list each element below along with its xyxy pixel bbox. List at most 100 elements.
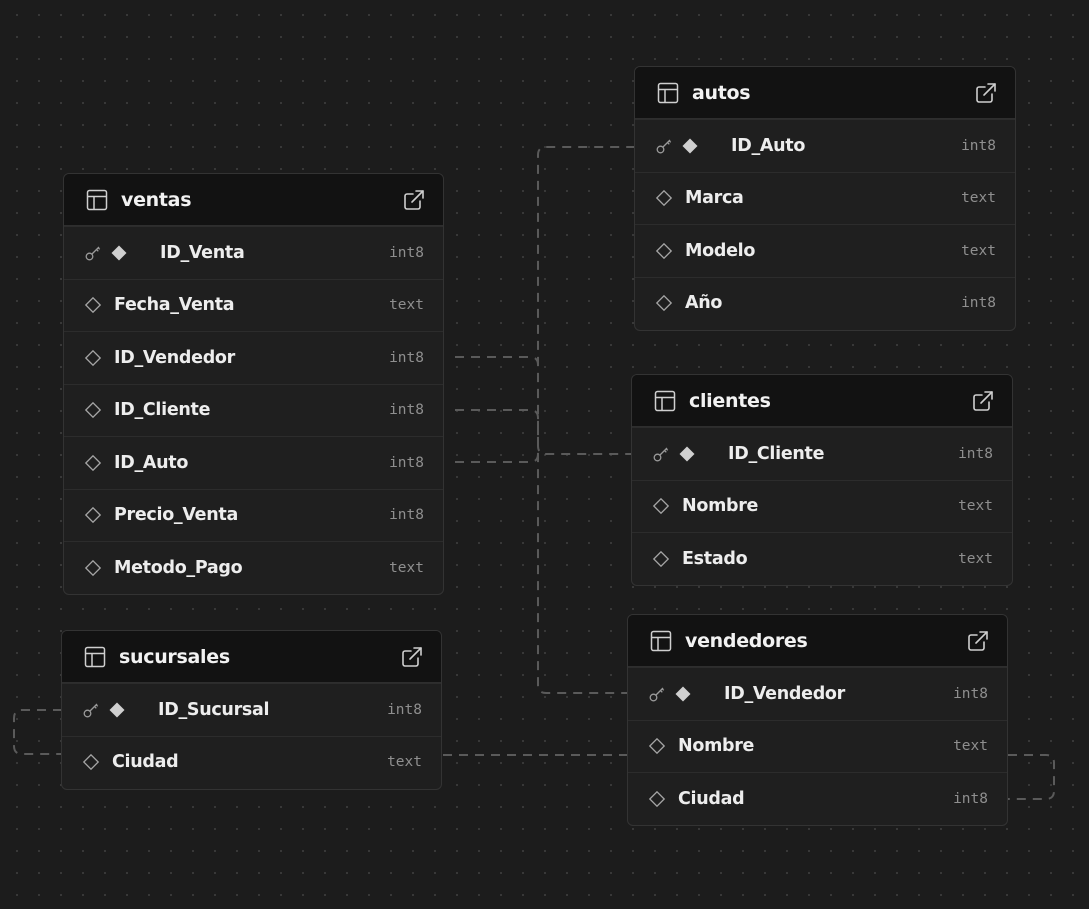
field-name: Ciudad	[112, 752, 179, 773]
field-type: text	[389, 559, 424, 576]
field-name: ID_Venta	[160, 242, 245, 263]
field-row[interactable]: ID_Auto int8	[635, 119, 1015, 172]
diamond-icon	[655, 294, 673, 312]
field-row[interactable]: Precio_Venta int8	[64, 488, 443, 542]
field-type: text	[389, 297, 424, 314]
external-link-icon[interactable]	[401, 646, 423, 668]
field-row[interactable]: Estado text	[632, 532, 1012, 585]
primary-key-diamond-icon	[681, 137, 699, 155]
diamond-icon	[84, 559, 102, 577]
diamond-icon	[84, 296, 102, 314]
field-type: text	[387, 754, 422, 771]
field-type: int8	[953, 790, 988, 807]
edge-ventas-clientes	[455, 409, 632, 455]
primary-key-diamond-icon	[674, 685, 692, 703]
field-row[interactable]: Nombre text	[632, 479, 1012, 533]
diamond-icon	[648, 737, 666, 755]
primary-key-diamond-icon	[678, 445, 696, 463]
field-name: Precio_Venta	[114, 505, 238, 526]
field-type: text	[958, 498, 993, 515]
field-type: text	[958, 550, 993, 567]
field-row[interactable]: ID_Sucursal int8	[62, 683, 441, 736]
field-name: ID_Vendedor	[114, 347, 235, 368]
table-header: autos	[635, 67, 1015, 119]
diamond-icon	[84, 349, 102, 367]
field-type: int8	[389, 507, 424, 524]
field-row[interactable]: ID_Venta int8	[64, 226, 443, 279]
table-header: clientes	[632, 375, 1012, 427]
table-icon	[654, 390, 676, 412]
diamond-icon	[84, 506, 102, 524]
field-type: int8	[387, 701, 422, 718]
field-row[interactable]: Marca text	[635, 171, 1015, 225]
external-link-icon[interactable]	[967, 630, 989, 652]
field-type: int8	[961, 295, 996, 312]
edge-sucursales-loop-left	[13, 709, 62, 755]
diamond-icon	[655, 242, 673, 260]
table-icon	[84, 646, 106, 668]
diamond-icon	[648, 790, 666, 808]
field-name: Ciudad	[678, 788, 745, 809]
field-type: int8	[958, 445, 993, 462]
external-link-icon[interactable]	[403, 189, 425, 211]
primary-key-diamond-icon	[110, 244, 128, 262]
table-name: clientes	[689, 389, 771, 412]
field-type: text	[961, 242, 996, 259]
field-type: int8	[389, 454, 424, 471]
field-name: Nombre	[682, 496, 759, 517]
primary-key-diamond-icon	[108, 701, 126, 719]
edge-ventas-autos	[455, 146, 635, 463]
key-icon	[84, 244, 102, 262]
table-icon	[657, 82, 679, 104]
field-name: ID_Cliente	[728, 443, 825, 464]
field-name: Año	[685, 293, 723, 314]
table-header: vendedores	[628, 615, 1007, 667]
field-row[interactable]: Nombre text	[628, 719, 1007, 773]
field-name: ID_Sucursal	[158, 699, 270, 720]
field-type: int8	[953, 685, 988, 702]
field-type: int8	[961, 137, 996, 154]
edge-ventas-vendedores	[455, 356, 628, 694]
table-icon	[650, 630, 672, 652]
table-name: ventas	[121, 188, 192, 211]
table-header: ventas	[64, 174, 443, 226]
field-name: Marca	[685, 188, 744, 209]
key-icon	[652, 445, 670, 463]
external-link-icon[interactable]	[972, 390, 994, 412]
diamond-icon	[84, 454, 102, 472]
field-row[interactable]: Año int8	[635, 276, 1015, 330]
field-row[interactable]: ID_Vendedor int8	[64, 331, 443, 384]
field-type: int8	[389, 349, 424, 366]
edge-vendedores-loop-right	[1008, 754, 1055, 800]
field-type: int8	[389, 244, 424, 261]
field-name: Nombre	[678, 736, 755, 757]
field-row[interactable]: ID_Cliente int8	[632, 427, 1012, 480]
table-name: vendedores	[685, 629, 808, 652]
key-icon	[82, 701, 100, 719]
diamond-icon	[652, 550, 670, 568]
field-type: text	[953, 738, 988, 755]
table-header: sucursales	[62, 631, 441, 683]
key-icon	[648, 685, 666, 703]
diamond-icon	[82, 753, 100, 771]
field-name: ID_Auto	[731, 135, 806, 156]
field-row[interactable]: Ciudad text	[62, 735, 441, 789]
field-row[interactable]: Ciudad int8	[628, 772, 1007, 825]
table-name: sucursales	[119, 645, 230, 668]
field-type: text	[961, 190, 996, 207]
table-name: autos	[692, 81, 751, 104]
field-name: Estado	[682, 548, 748, 569]
field-name: ID_Cliente	[114, 400, 211, 421]
external-link-icon[interactable]	[975, 82, 997, 104]
